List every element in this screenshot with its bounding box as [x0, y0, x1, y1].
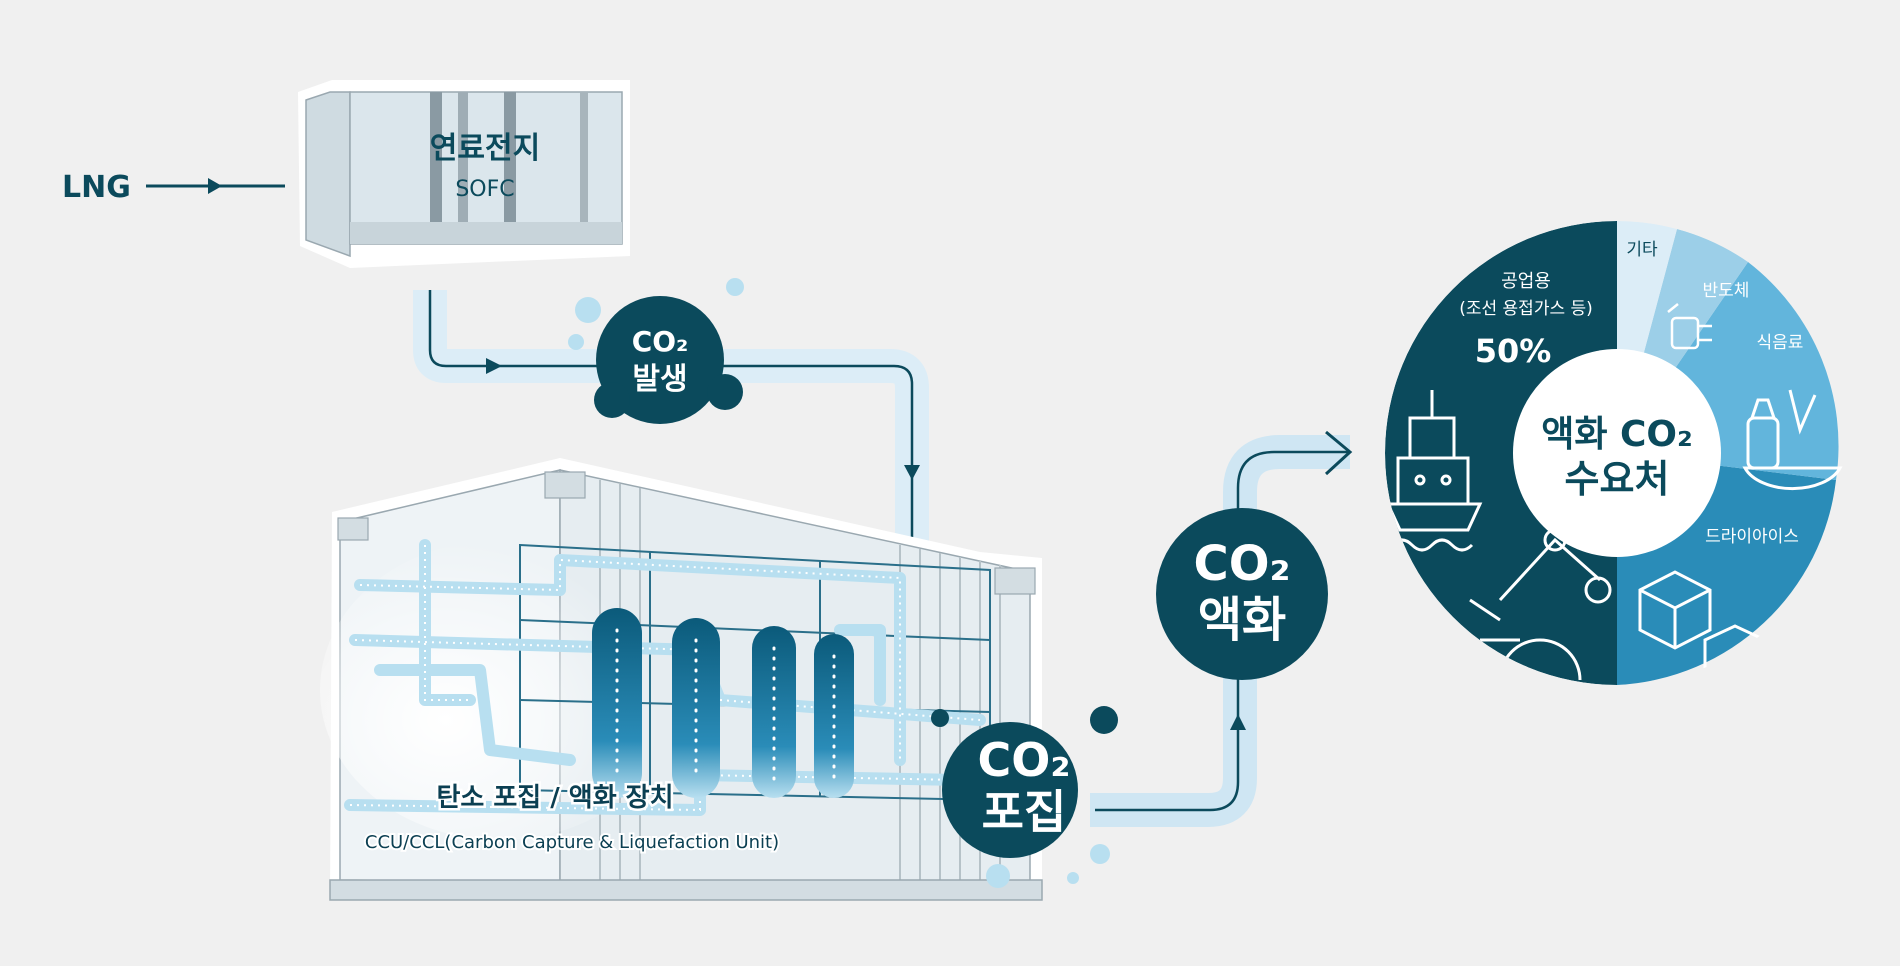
- fuel-cell-base: [350, 222, 622, 244]
- industrial-value: 50%: [1475, 332, 1552, 370]
- tank-1: [592, 608, 642, 798]
- fuel-cell: 연료전지 SOFC: [298, 80, 630, 268]
- tank-3: [752, 626, 796, 798]
- fuel-cell-front: [349, 91, 623, 245]
- unit-subtitle: CCU/CCL(Carbon Capture & Liquefaction Un…: [365, 832, 779, 853]
- co2-capture-bubble: CO₂ 포집: [931, 706, 1118, 888]
- industrial-sublabel: (조선 용접가스 등): [1459, 299, 1593, 319]
- chip-icon: [1667, 303, 1712, 350]
- lng-arrow-head-icon: [208, 178, 222, 194]
- flow-down-arrow-icon: [904, 465, 920, 480]
- ship-icon: [1385, 390, 1483, 552]
- ccu-tanks: [592, 608, 854, 798]
- capture-line2: 포집: [982, 785, 1067, 839]
- unit-title: 탄소 포집 / 액화 장치: [436, 783, 673, 813]
- donut-hole: [1513, 349, 1721, 557]
- food-label: 식음료: [1757, 333, 1804, 353]
- fuel-cell-side: [305, 91, 351, 258]
- co2-flow-line-1: [428, 290, 600, 368]
- container-base: [329, 879, 1043, 901]
- output-flow-line: [1095, 450, 1350, 812]
- lng-input: LNG: [62, 170, 285, 205]
- fuel-cell-subtitle: SOFC: [455, 177, 514, 202]
- segment-industrial: [1385, 221, 1617, 685]
- other-label: 기타: [1626, 240, 1658, 260]
- capture-line1: CO₂: [977, 733, 1070, 787]
- demand-donut: 공업용 (조선 용접가스 등) 50% 기타 반도체 식음료 드라이아이스 액화…: [1385, 221, 1849, 685]
- co2-generation-bubble: CO₂ 발생: [568, 278, 744, 424]
- output-arrow-head-icon: [1324, 430, 1353, 476]
- fuel-cell-title: 연료전지: [430, 131, 540, 166]
- food-icon: [1742, 389, 1843, 491]
- liquefaction-line1: CO₂: [1193, 536, 1290, 592]
- semiconductor-label: 반도체: [1703, 281, 1750, 301]
- lng-label: LNG: [62, 170, 131, 205]
- generation-line2: 발생: [632, 362, 687, 397]
- liquefaction-line2: 액화: [1198, 592, 1286, 648]
- co2-flow-line-2: [690, 364, 914, 560]
- industrial-label: 공업용: [1501, 271, 1551, 292]
- dry-ice-label: 드라이아이스: [1705, 527, 1799, 547]
- ccu-container: 탄소 포집 / 액화 장치 CCU/CCL(Carbon Capture & L…: [320, 458, 1043, 901]
- generation-line1: CO₂: [632, 325, 689, 358]
- tank-2: [672, 618, 720, 798]
- flow-up-arrow-icon: [1230, 714, 1246, 730]
- co2-liquefaction-bubble: CO₂ 액화: [1156, 508, 1328, 680]
- donut-center-line1: 액화 CO₂: [1541, 414, 1693, 455]
- donut-center-line2: 수요처: [1565, 457, 1670, 501]
